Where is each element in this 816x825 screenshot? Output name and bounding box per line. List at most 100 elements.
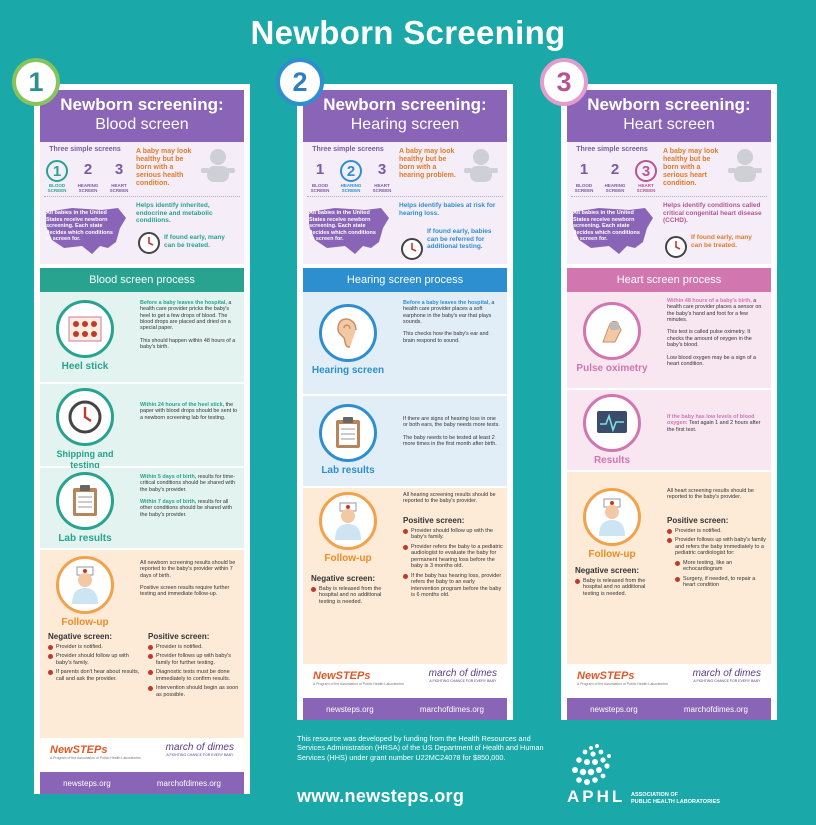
row-caption: Lab results — [58, 533, 112, 544]
baby-icon — [728, 149, 762, 182]
mod-tagline: A FIGHTING CHANCE FOR EVERY BABY — [166, 753, 234, 757]
row-description: If there are signs of hearing loss in on… — [403, 416, 501, 447]
mod-wordmark: march of dimes — [428, 668, 497, 679]
aphl-logo: APHL ASSOCIATION OF PUBLIC HEALTH LABORA… — [567, 744, 720, 806]
poster-title: Newborn screening: Hearing screen — [303, 90, 507, 142]
three-screens-label: Three simple screens — [576, 146, 648, 153]
step-label: BLOOD SCREEN — [47, 183, 67, 193]
clock-icon — [401, 238, 423, 260]
poster-heart-screen: Newborn screening: Heart screen Three si… — [561, 84, 777, 720]
step-label: HEART SCREEN — [372, 183, 392, 193]
row-illustration: Pulse oximetry — [575, 302, 649, 374]
early-text: If found early, many can be treated. — [691, 234, 752, 249]
us-map-icon — [46, 208, 126, 254]
mod-url[interactable]: marchofdimes.org — [156, 778, 221, 788]
followup-section: Follow-up All hearing screening results … — [303, 488, 507, 664]
negative-item: Baby is released from the hospital and n… — [575, 578, 663, 598]
row-text-2: This test is called pulse oximetry. It c… — [667, 329, 752, 349]
newsteps-wordmark: NewSTEPs — [577, 670, 635, 682]
row-caption: Follow-up — [324, 553, 372, 564]
row-illustration: Heel stick — [48, 300, 122, 372]
step-badge-2: 2 — [276, 58, 324, 106]
ear-icon — [319, 304, 377, 362]
clock-icon — [138, 232, 160, 254]
doctor-icon — [319, 492, 377, 550]
row-description: Within 24 hours of the heel stick, the p… — [140, 402, 238, 421]
website-link[interactable]: www.newsteps.org — [297, 786, 465, 806]
row-text-2: results for all other conditions should … — [140, 499, 232, 518]
aphl-line2: PUBLIC HEALTH LABORATORIES — [631, 799, 720, 805]
row-illustration: Hearing screen — [311, 304, 385, 376]
positive-title: Positive screen: — [667, 516, 729, 525]
row-caption: Follow-up — [588, 549, 636, 560]
row-caption: Heel stick — [61, 361, 109, 372]
row-text-2: This should happen within 48 hours of a … — [140, 337, 236, 351]
followup-text: All hearing screening results should be … — [403, 492, 496, 505]
poster-title-line2: Heart screen — [623, 116, 715, 133]
baby-icon — [201, 149, 235, 182]
followup-section: Follow-up All heart screening results sh… — [567, 472, 771, 664]
newsteps-url[interactable]: newsteps.org — [590, 704, 638, 714]
step-label: HEARING SCREEN — [604, 183, 626, 193]
poster-blood-screen: Newborn screening: Blood screen Three si… — [34, 84, 250, 794]
divider — [307, 196, 503, 197]
map-text: All babies in the United States receive … — [309, 210, 376, 242]
row-illustration: Follow-up — [311, 492, 385, 564]
aphl-wordmark: APHL — [567, 787, 625, 806]
newsteps-tagline: A Program of the Association of Public H… — [50, 756, 141, 760]
followup-text-1: All newborn screening results should be … — [140, 560, 236, 579]
url-bar: newsteps.org marchofdimes.org — [567, 698, 771, 720]
row-shipping: Shipping and testing Within 24 hours of … — [40, 384, 244, 470]
row-description: Before a baby leaves the hospital, a hea… — [140, 300, 238, 350]
row-highlight: Before a baby leaves the hospital, — [140, 300, 227, 306]
positive-title: Positive screen: — [148, 632, 210, 641]
positive-subitem: More testing, like an echocardiogram — [675, 560, 767, 573]
row-results: Results If the baby has low levels of bl… — [567, 390, 771, 470]
mod-tagline: A FIGHTING CHANCE FOR EVERY BABY — [429, 679, 497, 683]
row-description: Within 48 hours of a baby's birth, a hea… — [667, 298, 765, 367]
newsteps-url[interactable]: newsteps.org — [63, 778, 111, 788]
divider — [571, 196, 767, 197]
mod-url[interactable]: marchofdimes.org — [419, 704, 484, 714]
negative-title: Negative screen: — [311, 574, 376, 583]
newsteps-url[interactable]: newsteps.org — [326, 704, 374, 714]
step-number: 3 — [635, 160, 657, 182]
map-text: All babies in the United States receive … — [573, 210, 640, 242]
early-text: If found early, babies can be referred f… — [427, 228, 492, 250]
row-highlight: Before a baby leaves the hospital, — [403, 300, 490, 306]
mod-wordmark: march of dimes — [165, 742, 234, 753]
row-caption: Shipping and testing — [56, 449, 114, 470]
row-text: results for time-critical conditions sho… — [140, 474, 235, 493]
helps-text: Helps identify conditions called critica… — [663, 202, 762, 224]
row-lab-results: Lab results Within 5 days of birth, resu… — [40, 468, 244, 548]
positive-title: Positive screen: — [403, 516, 465, 525]
followup-text-2: Positive screen results require further … — [140, 585, 230, 598]
step-label: HEART SCREEN — [636, 183, 656, 193]
row-hearing-screen: Hearing screen Before a baby leaves the … — [303, 292, 507, 394]
row-illustration: Lab results — [48, 472, 122, 544]
step-badge-1: 1 — [12, 58, 60, 106]
process-banner: Blood screen process — [40, 268, 244, 292]
mod-url[interactable]: marchofdimes.org — [683, 704, 748, 714]
positive-subitem: Surgery, if needed, to repair a heart co… — [675, 576, 767, 589]
positive-screen: Positive screen: Provider is notified. P… — [148, 632, 240, 701]
positive-screen: Positive screen: Provider should follow … — [403, 516, 503, 602]
negative-item: Baby is released from the hospital and n… — [311, 586, 399, 606]
newsteps-wordmark: NewSTEPs — [313, 670, 371, 682]
poster-title-line1: Newborn screening: — [323, 95, 487, 114]
blood-card-icon — [56, 300, 114, 358]
three-screens-label: Three simple screens — [312, 146, 384, 153]
newsteps-wordmark: NewSTEPs — [50, 744, 108, 756]
pulse-sensor-icon — [583, 302, 641, 360]
negative-item: Provider should follow up with baby's fa… — [48, 653, 140, 666]
row-text: a health care provider pricks the baby's… — [140, 300, 232, 332]
row-highlight-2: Within 7 days of birth, — [140, 499, 197, 506]
